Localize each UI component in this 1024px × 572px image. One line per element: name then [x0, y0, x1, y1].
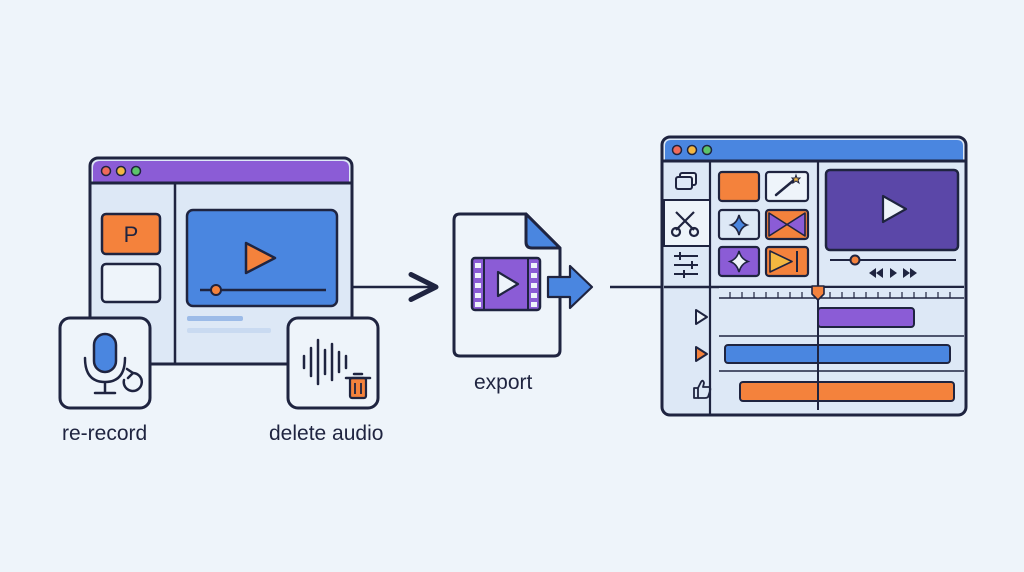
- play-icon: [881, 194, 908, 224]
- sparkle-icon[interactable]: [717, 208, 761, 241]
- magic-wand-icon[interactable]: [764, 170, 810, 203]
- scrubber-handle: [210, 284, 222, 296]
- microphone-icon: [83, 332, 127, 395]
- presentation-window: P: [88, 156, 354, 366]
- window-maximize-dot[interactable]: [701, 144, 713, 156]
- sliders-icon[interactable]: [674, 252, 698, 278]
- preview-player[interactable]: [824, 168, 960, 252]
- trash-icon: [344, 372, 372, 400]
- play-icon[interactable]: [695, 346, 708, 362]
- scissors-icon[interactable]: [670, 211, 700, 238]
- video-editor-window: [660, 135, 968, 417]
- timeline-clip-purple[interactable]: [817, 307, 915, 328]
- text-line: [187, 328, 271, 333]
- undo-icon: [122, 367, 143, 393]
- fast-forward-icon[interactable]: [903, 268, 917, 278]
- play-icon[interactable]: [695, 309, 708, 325]
- slide-video-player[interactable]: [185, 208, 339, 308]
- rerecord-card[interactable]: [58, 316, 152, 410]
- window-minimize-dot[interactable]: [686, 144, 698, 156]
- video-file-icon: [452, 212, 562, 358]
- timeline-clip-blue[interactable]: [724, 344, 951, 364]
- rewind-icon[interactable]: [869, 268, 883, 278]
- delete-audio-label: delete audio: [269, 422, 384, 445]
- film-strip: [470, 256, 542, 312]
- waveform-icon: [302, 338, 348, 386]
- window-close-dot[interactable]: [100, 165, 112, 177]
- media-clip-orange[interactable]: [717, 170, 761, 203]
- export-label: export: [474, 371, 533, 394]
- playhead[interactable]: [811, 285, 825, 410]
- window-close-dot[interactable]: [671, 144, 683, 156]
- rerecord-label: re-record: [62, 422, 148, 445]
- play-icon[interactable]: [890, 268, 897, 278]
- preview-scrubber-handle[interactable]: [849, 254, 861, 266]
- transition-clip-orange[interactable]: [764, 208, 810, 241]
- slide-letter: P: [124, 222, 139, 247]
- sparkle-icon[interactable]: [717, 245, 761, 278]
- play-icon: [496, 270, 520, 298]
- delete-audio-card[interactable]: [286, 316, 380, 410]
- slide-thumbnail-active[interactable]: P: [100, 212, 162, 256]
- play-icon: [244, 241, 277, 275]
- window-maximize-dot[interactable]: [130, 165, 142, 177]
- export-arrow: [546, 264, 594, 310]
- slide-thumbnail[interactable]: [100, 262, 162, 304]
- layers-icon[interactable]: [675, 172, 697, 190]
- thumbs-up-icon[interactable]: [693, 379, 712, 399]
- text-line: [187, 316, 243, 321]
- transition-clip-orange[interactable]: [764, 245, 810, 278]
- timeline-clip-orange[interactable]: [739, 381, 955, 402]
- window-minimize-dot[interactable]: [115, 165, 127, 177]
